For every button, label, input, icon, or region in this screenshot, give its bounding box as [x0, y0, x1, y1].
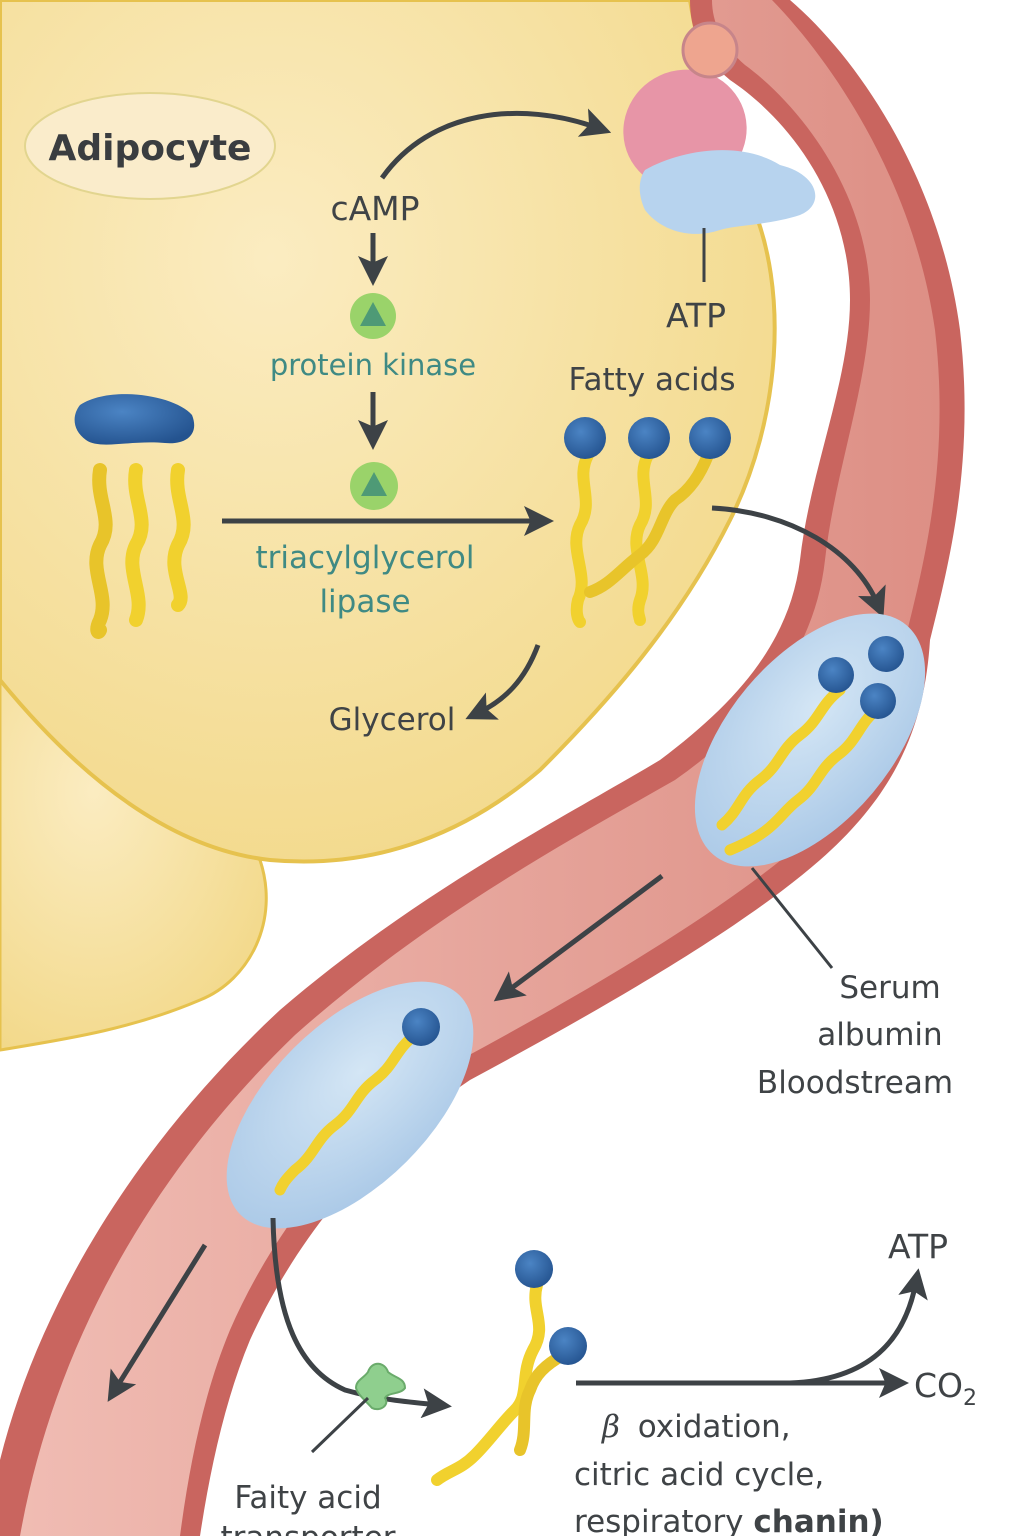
glycerol-label: Glycerol — [329, 702, 456, 738]
camp-label: cAMP — [330, 189, 419, 228]
fatty-acid-head-icon — [515, 1250, 553, 1288]
fatty-acid-head-icon — [689, 417, 731, 459]
lipase-label-line2: lipase — [319, 584, 410, 620]
atp-bottom-label: ATP — [888, 1227, 948, 1266]
fatty-acid-head-icon — [860, 683, 896, 719]
hormone-icon — [681, 21, 739, 79]
protein-kinase-icon — [350, 293, 396, 339]
fatty-acid-head-icon — [549, 1327, 587, 1365]
fatty-acids-label: Fatty acids — [569, 362, 736, 398]
fatty-acid-head-icon — [628, 417, 670, 459]
blood-flow-arrow-2 — [107, 1243, 208, 1402]
serum-albumin-1 — [694, 613, 926, 867]
g-protein-icon — [639, 150, 816, 234]
bloodstream-label: Bloodstream — [757, 1065, 953, 1101]
triacylglycerol-molecule — [74, 394, 195, 639]
protein-kinase-label: protein kinase — [270, 348, 476, 382]
beta-symbol: β — [601, 1409, 620, 1445]
oxidation-label-line1: β oxidation, — [601, 1409, 791, 1445]
free-fatty-acids — [564, 417, 731, 628]
serum-albumin-2 — [226, 981, 474, 1229]
camp-to-receptor-arrow — [379, 108, 612, 180]
adipocyte-label-bubble — [24, 92, 276, 200]
fatty-acid-head-icon — [402, 1008, 440, 1046]
fatty-acid-head-icon — [818, 657, 854, 693]
tissue-fatty-acid — [431, 1250, 587, 1486]
fatty-acid-head-icon — [564, 417, 606, 459]
oxidation-label-line3: respiratory chanin) — [574, 1504, 884, 1536]
glycerol-arrow — [465, 644, 541, 720]
transporter-label-line2: transporter — [220, 1520, 395, 1536]
fatty-acid-transporter-icon — [354, 1362, 407, 1411]
export-to-blood-arrow — [711, 505, 886, 618]
blood-flow-arrow-1 — [493, 873, 664, 1002]
albumin-label: albumin — [817, 1017, 942, 1053]
atp-top-label: ATP — [666, 296, 726, 335]
atp-yield-arrow — [789, 1268, 928, 1386]
lipase-label-line1: triacylglycerol — [256, 540, 475, 576]
fatty-acid-head-icon — [868, 636, 904, 672]
transporter-label-line1: Faity acid — [234, 1480, 381, 1516]
co2-label: CO2 — [914, 1366, 977, 1411]
glycerol-backbone-icon — [74, 394, 195, 445]
serum-label: Serum — [839, 970, 940, 1006]
oxidation-label-line2: citric acid cycle, — [574, 1457, 824, 1493]
transporter-pointer — [310, 1396, 370, 1454]
lipase-icon — [350, 462, 398, 510]
uptake-arrow — [270, 1217, 452, 1419]
serum-albumin-pointer — [750, 867, 834, 969]
receptor-complex — [623, 21, 816, 282]
adipocyte-label: Adipocyte — [49, 128, 252, 169]
